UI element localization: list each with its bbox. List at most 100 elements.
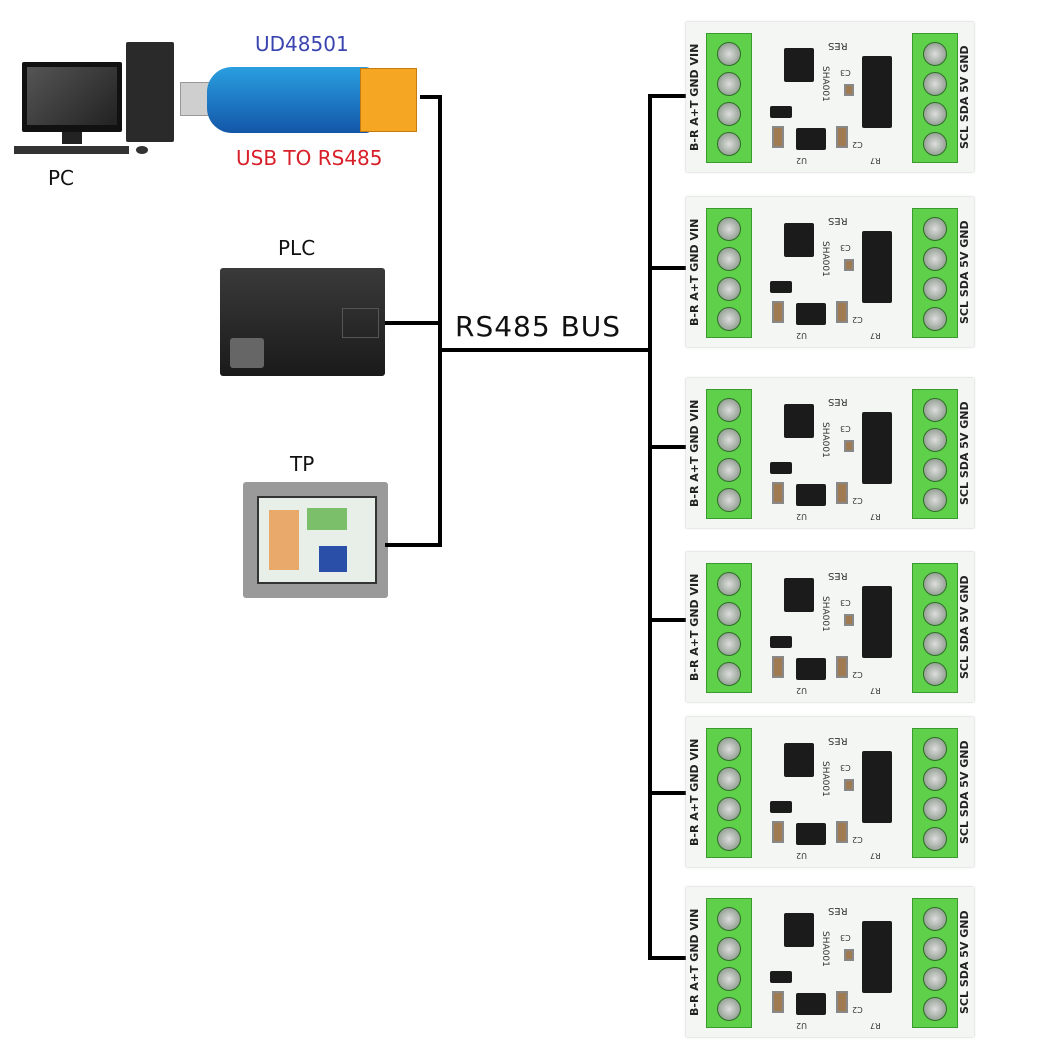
silk-res: RES [828, 735, 848, 746]
left-pin-labels: B-R A+T GND VIN [688, 738, 701, 846]
left-terminal-block [706, 208, 752, 338]
left-pin-labels: B-R A+T GND VIN [688, 43, 701, 151]
wire-plc [385, 321, 442, 325]
chip [862, 412, 892, 484]
silk-u2: U2 [796, 512, 807, 521]
left-pin-labels: B-R A+T GND VIN [688, 218, 701, 326]
silk-c3: C3 [840, 68, 851, 77]
right-pin-labels: SCL SDA 5V GND [958, 740, 971, 844]
silk-c2: C2 [852, 835, 863, 844]
right-pin-labels: SCL SDA 5V GND [958, 401, 971, 505]
bus-branch [648, 956, 688, 960]
bus-branch [648, 791, 688, 795]
sensor-module: B-R A+T GND VIN RES SHA001 C3 C2 R7 U2 S… [686, 378, 974, 528]
chip [862, 56, 892, 128]
bus-branch [648, 94, 688, 98]
right-terminal-block [912, 33, 958, 163]
pc-label: PC [48, 166, 75, 190]
left-pin-labels: B-R A+T GND VIN [688, 908, 701, 1016]
silk-name: SHA001 [820, 241, 830, 277]
left-terminal-block [706, 389, 752, 519]
sensor-module: B-R A+T GND VIN RES SHA001 C3 C2 R7 U2 S… [686, 197, 974, 347]
silk-c2: C2 [852, 140, 863, 149]
right-terminal-block [912, 208, 958, 338]
silk-u2: U2 [796, 851, 807, 860]
usb-plug [180, 82, 212, 116]
plc-label: PLC [278, 236, 316, 260]
right-terminal-block [912, 563, 958, 693]
silk-res: RES [828, 570, 848, 581]
silk-c3: C3 [840, 424, 851, 433]
converter-caption: USB TO RS485 [236, 146, 383, 170]
right-pin-labels: SCL SDA 5V GND [958, 220, 971, 324]
silk-c2: C2 [852, 1005, 863, 1014]
converter-model: UD48501 [255, 32, 349, 56]
usb-rs485-converter [180, 62, 420, 142]
silk-name: SHA001 [820, 422, 830, 458]
chip [862, 586, 892, 658]
silk-res: RES [828, 905, 848, 916]
left-bus-line [438, 95, 442, 547]
sensor-module: B-R A+T GND VIN RES SHA001 C3 C2 R7 U2 S… [686, 22, 974, 172]
right-terminal-block [912, 389, 958, 519]
wire-tp [385, 543, 442, 547]
sensor-module: B-R A+T GND VIN RES SHA001 C3 C2 R7 U2 S… [686, 887, 974, 1037]
keyboard [14, 146, 129, 154]
bus-trunk [438, 348, 652, 352]
tower [126, 42, 174, 142]
right-pin-labels: SCL SDA 5V GND [958, 45, 971, 149]
silk-u2: U2 [796, 686, 807, 695]
silk-c2: C2 [852, 670, 863, 679]
silk-u2: U2 [796, 1021, 807, 1030]
chip [862, 751, 892, 823]
monitor [22, 62, 122, 132]
pc-image [12, 40, 182, 160]
plc-image [220, 268, 385, 376]
chip [784, 913, 814, 947]
right-terminal-block [912, 898, 958, 1028]
left-pin-labels: B-R A+T GND VIN [688, 399, 701, 507]
chip [784, 48, 814, 82]
bus-branch [648, 266, 688, 270]
left-terminal-block [706, 898, 752, 1028]
right-bus-line [648, 95, 652, 960]
silk-res: RES [828, 215, 848, 226]
terminal-block [360, 68, 417, 132]
silk-c3: C3 [840, 598, 851, 607]
silk-u2: U2 [796, 156, 807, 165]
silk-u2: U2 [796, 331, 807, 340]
left-terminal-block [706, 728, 752, 858]
left-pin-labels: B-R A+T GND VIN [688, 573, 701, 681]
silk-res: RES [828, 396, 848, 407]
right-pin-labels: SCL SDA 5V GND [958, 910, 971, 1014]
silk-c3: C3 [840, 933, 851, 942]
silk-res: RES [828, 40, 848, 51]
tp-label: TP [290, 452, 315, 476]
silk-name: SHA001 [820, 761, 830, 797]
wire-pc [420, 95, 442, 99]
chip [784, 404, 814, 438]
silk-c2: C2 [852, 315, 863, 324]
right-terminal-block [912, 728, 958, 858]
silk-r7: R7 [870, 851, 881, 860]
silk-r7: R7 [870, 686, 881, 695]
chip [784, 578, 814, 612]
chip [784, 743, 814, 777]
silk-name: SHA001 [820, 596, 830, 632]
silk-c3: C3 [840, 243, 851, 252]
chip [862, 231, 892, 303]
bus-branch [648, 618, 688, 622]
silk-name: SHA001 [820, 931, 830, 967]
sensor-module: B-R A+T GND VIN RES SHA001 C3 C2 R7 U2 S… [686, 717, 974, 867]
silk-r7: R7 [870, 331, 881, 340]
bus-branch [648, 445, 688, 449]
silk-r7: R7 [870, 156, 881, 165]
silk-r7: R7 [870, 1021, 881, 1030]
left-terminal-block [706, 563, 752, 693]
bus-label: RS485 BUS [455, 310, 622, 343]
chip [862, 921, 892, 993]
right-pin-labels: SCL SDA 5V GND [958, 575, 971, 679]
touch-panel-image [243, 482, 388, 598]
left-terminal-block [706, 33, 752, 163]
mouse [136, 146, 148, 154]
